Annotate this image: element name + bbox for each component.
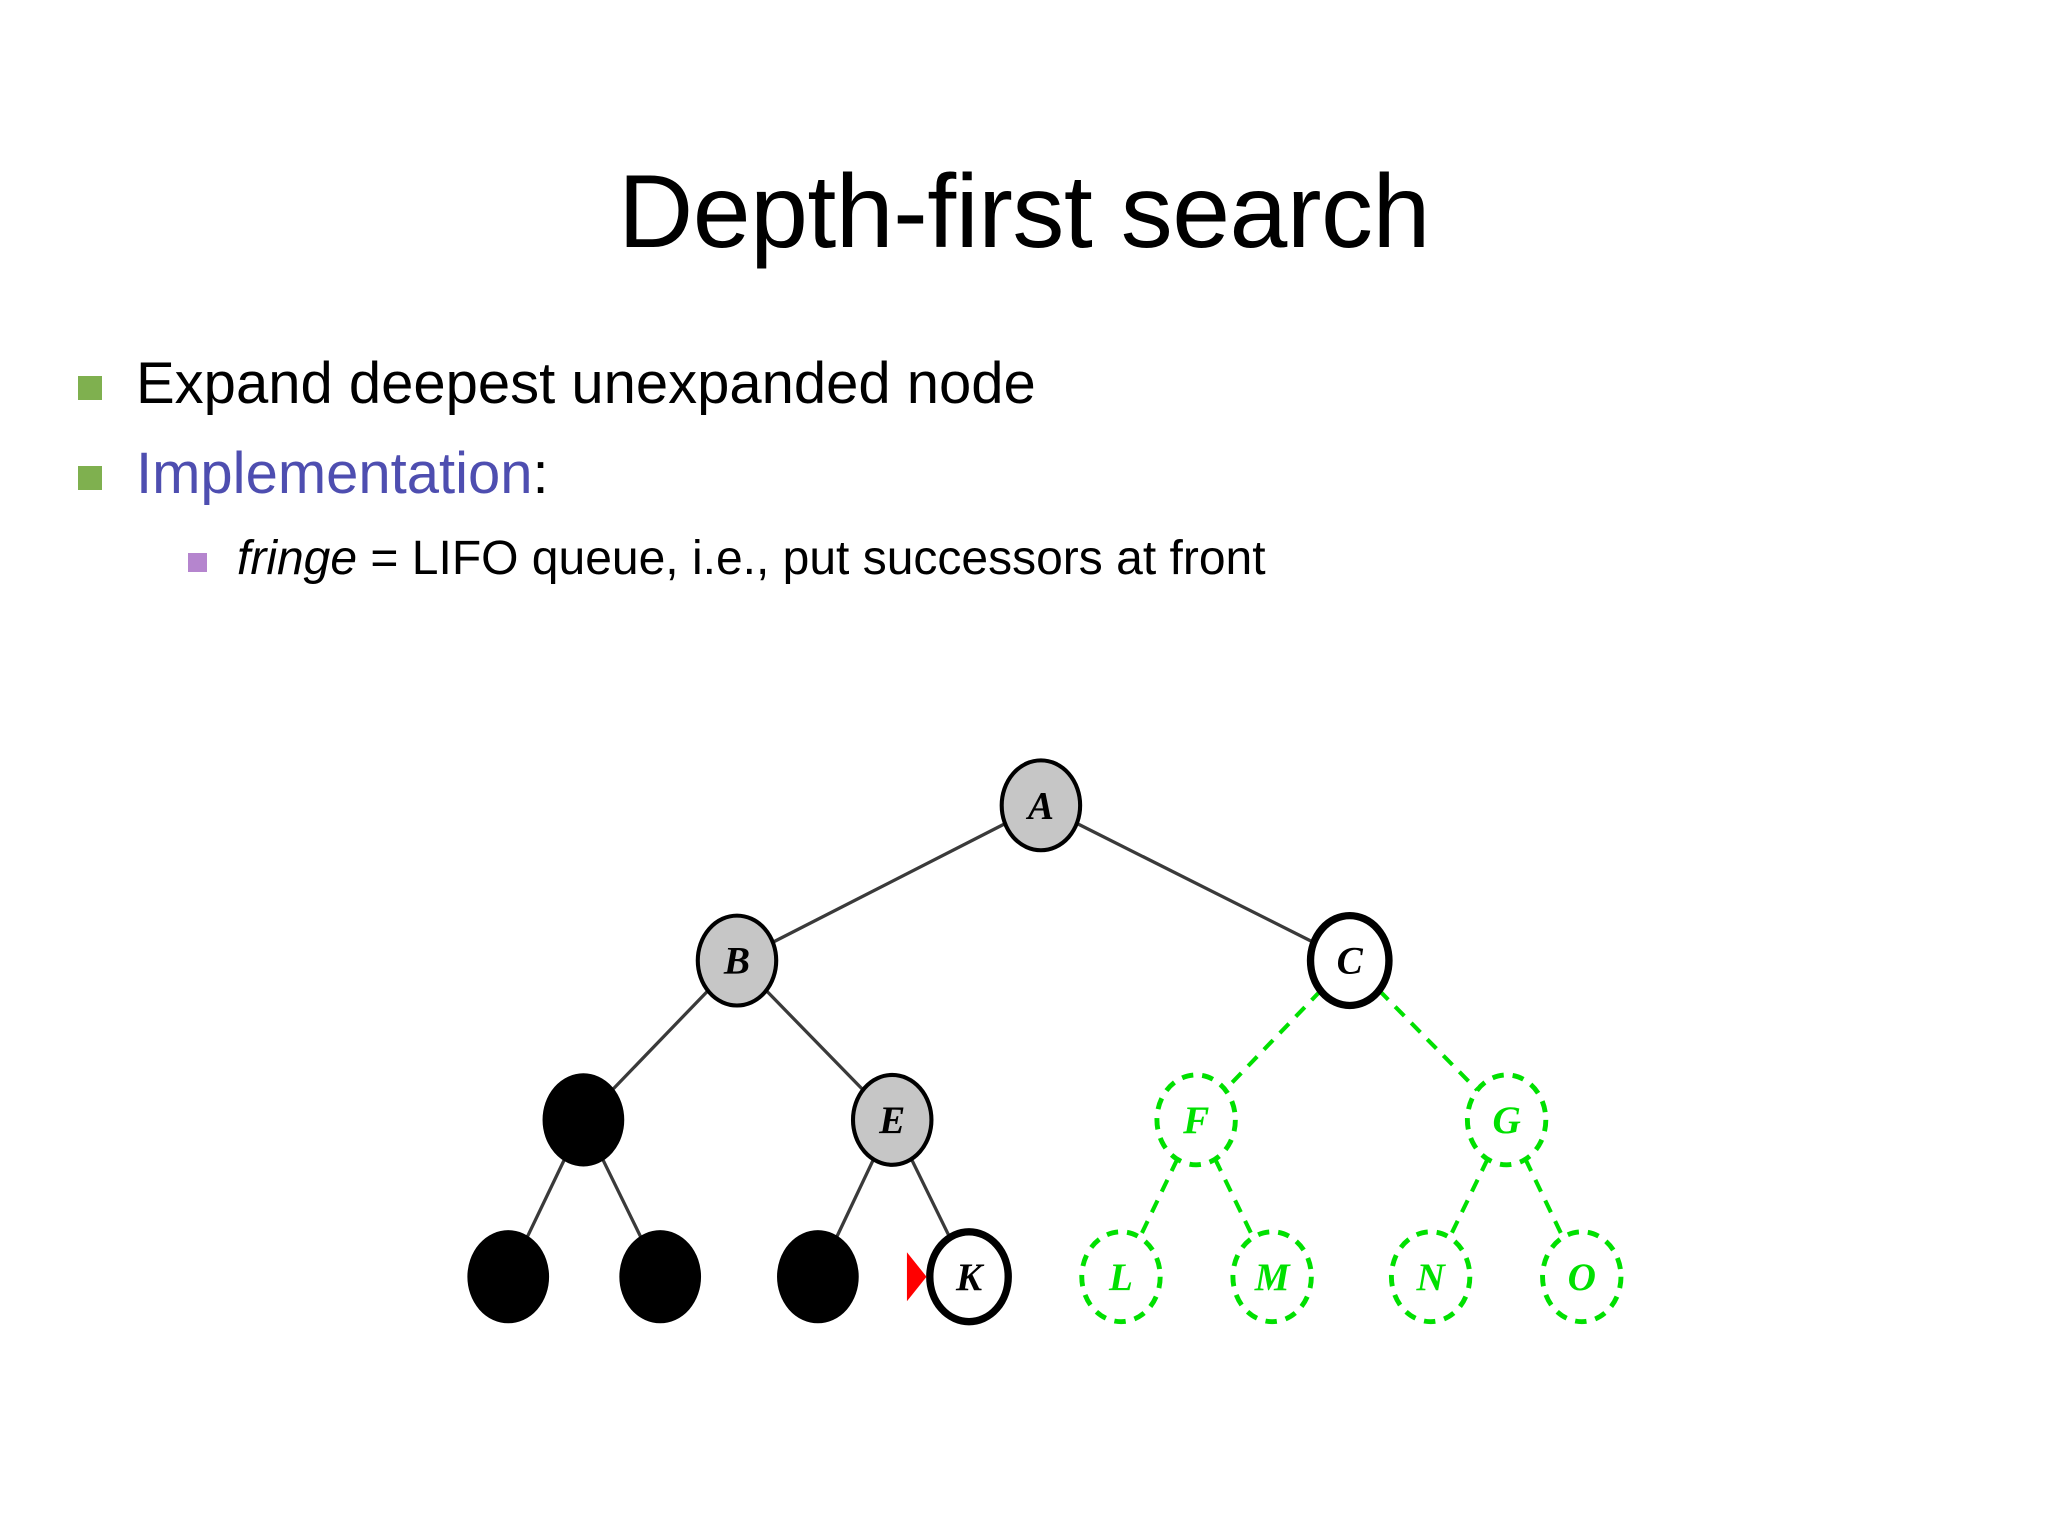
node-label-b: B — [723, 940, 750, 983]
bullet-text-rest: = LIFO queue, i.e., put successors at fr… — [357, 531, 1266, 585]
node-label-k: K — [955, 1256, 985, 1299]
node-shape — [1079, 1229, 1163, 1325]
tree-edge-g-o — [1523, 1158, 1565, 1239]
node-label-m: M — [1254, 1256, 1291, 1299]
page-title: Depth-first search — [618, 153, 1430, 270]
node-shape — [926, 1228, 1012, 1326]
node-shape — [1388, 1229, 1473, 1325]
tree-node-b[interactable]: B — [695, 913, 779, 1008]
node-shape — [542, 1073, 625, 1167]
node-shape — [777, 1230, 859, 1324]
node-label-o: O — [1568, 1256, 1596, 1299]
tree-edge-e-k — [909, 1158, 952, 1239]
tree-node-layer: A B C E F G K L M N O — [467, 758, 1624, 1326]
tree-node-e[interactable]: E — [850, 1072, 934, 1167]
tree-edge-b-d — [611, 989, 710, 1091]
node-shape — [1306, 911, 1393, 1010]
search-tree-svg: A B C E F G K L M N O — [467, 758, 1624, 1326]
tree-node-h[interactable] — [467, 1230, 550, 1324]
tree-edge-f-m — [1213, 1158, 1255, 1239]
node-shape — [1230, 1229, 1314, 1325]
bullet-text-accent: Implementation — [136, 441, 533, 507]
node-label-c: C — [1337, 940, 1364, 983]
tree-edge-d-i — [601, 1158, 643, 1239]
node-shape — [1540, 1229, 1624, 1325]
tree-node-k[interactable]: K — [926, 1228, 1012, 1326]
tree-node-n[interactable]: N — [1388, 1229, 1473, 1325]
node-label-l: L — [1108, 1256, 1133, 1299]
bullet-list: Expand deepest unexpanded node Implement… — [78, 350, 1838, 602]
node-shape — [999, 758, 1083, 853]
tree-node-l[interactable]: L — [1079, 1229, 1163, 1325]
green-square-bullet-icon — [78, 376, 102, 400]
tree-edge-e-j — [835, 1158, 875, 1238]
bullet-item-expand-deepest: Expand deepest unexpanded node — [78, 350, 1838, 418]
green-square-bullet-icon — [78, 466, 102, 491]
tree-edge-b-e — [765, 989, 865, 1092]
bullet-text: fringe = LIFO queue, i.e., put successor… — [237, 531, 1266, 588]
purple-square-bullet-icon — [188, 552, 207, 572]
node-shape — [850, 1072, 934, 1167]
node-label-g: G — [1492, 1099, 1520, 1142]
dfs-search-tree-figure: A B C E F G K L M N O — [420, 660, 1670, 1400]
tree-edge-c-g — [1377, 988, 1479, 1092]
node-label-e: E — [878, 1099, 905, 1142]
bullet-item-implementation: Implementation: — [78, 440, 1838, 508]
bullet-text-italic-term: fringe — [237, 531, 358, 585]
tree-edge-g-n — [1447, 1158, 1490, 1239]
node-shape — [695, 913, 779, 1008]
tree-edge-a-c — [1076, 821, 1315, 944]
tree-node-f[interactable]: F — [1154, 1072, 1238, 1168]
current-node-pointer-icon — [906, 1252, 927, 1302]
bullet-text: Expand deepest unexpanded node — [136, 351, 1036, 416]
tree-pointer-layer — [906, 1252, 927, 1302]
tree-node-d[interactable] — [542, 1073, 625, 1167]
node-shape — [467, 1230, 550, 1324]
tree-node-m[interactable]: M — [1230, 1229, 1314, 1325]
bullet-text: Implementation: — [136, 440, 549, 508]
tree-edge-d-h — [525, 1158, 566, 1239]
tree-node-g[interactable]: G — [1464, 1072, 1549, 1168]
node-label-f: F — [1182, 1099, 1209, 1142]
tree-node-c[interactable]: C — [1306, 911, 1393, 1010]
node-label-a: A — [1025, 784, 1054, 827]
tree-edge-c-f — [1223, 989, 1323, 1092]
bullet-text-suffix: : — [532, 441, 549, 507]
tree-node-o[interactable]: O — [1540, 1229, 1624, 1325]
tree-edge-a-b — [772, 822, 1006, 944]
bullet-item-fringe: fringe = LIFO queue, i.e., put successor… — [188, 531, 1838, 588]
tree-node-j[interactable] — [777, 1230, 859, 1324]
tree-node-i[interactable] — [619, 1230, 702, 1324]
node-label-n: N — [1415, 1256, 1446, 1299]
tree-node-a[interactable]: A — [999, 758, 1083, 853]
tree-edge-layer — [525, 821, 1565, 1239]
tree-edge-f-l — [1138, 1158, 1180, 1239]
node-shape — [619, 1230, 702, 1324]
